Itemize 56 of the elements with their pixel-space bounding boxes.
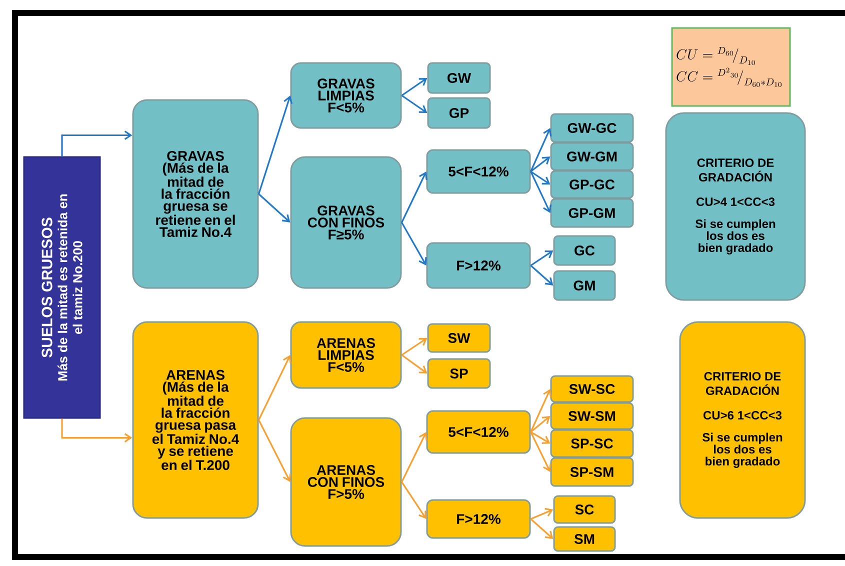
arrow — [530, 250, 554, 266]
arrow — [258, 193, 290, 222]
arrow — [258, 355, 292, 420]
classification-box: GRAVAS (Más de la mitad de la fracción gruesa se retiene en el Tamiz No.4 — [132, 99, 259, 289]
symbol-box: GM — [553, 270, 616, 301]
arrow — [530, 508, 554, 520]
arrow — [530, 264, 554, 286]
symbol-box: SW — [427, 323, 491, 353]
arrow — [401, 94, 428, 113]
condition-box: 5<F<12% — [426, 410, 531, 454]
symbol-box: SC — [553, 495, 616, 524]
arrow — [61, 418, 132, 442]
criteria-box: CRITERIO DE GRADACIÓN CU>6 1<CC<3 Si se cumplen los dos es bien gradado — [679, 321, 806, 519]
arrow — [401, 222, 427, 266]
arrow — [530, 518, 554, 539]
symbol-box: GP-GM — [550, 198, 634, 228]
symbol-box: SW-SC — [550, 375, 634, 403]
arrow — [258, 96, 293, 194]
classification-box: GRAVAS LIMPIAS F<5% — [290, 62, 402, 129]
arrow — [530, 432, 552, 472]
criteria-box: CRITERIO DE GRADACIÓN CU>4 1<CC<3 Si se cumplen los dos es bien gradado — [665, 112, 806, 301]
arrow — [401, 482, 426, 519]
symbol-box: GW-GC — [550, 113, 634, 143]
arrow — [61, 130, 132, 156]
arrow — [530, 171, 552, 213]
arrow — [530, 128, 552, 172]
condition-box: F>12% — [426, 242, 531, 289]
arrow — [530, 156, 550, 172]
symbol-box: GW — [427, 62, 491, 94]
classification-box: ARENAS CON FINOS F>5% — [290, 417, 402, 547]
arrow — [530, 431, 550, 444]
arrow — [401, 172, 428, 223]
symbol-box: GP — [427, 97, 491, 129]
classification-box: GRAVAS CON FINOS F≥5% — [290, 156, 402, 289]
arrow — [530, 170, 550, 184]
symbol-box: GC — [553, 235, 616, 266]
arrow — [401, 78, 428, 96]
classification-box: ARENAS (Más de la mitad de la fracción gruesa pasa el Tamiz No.4 y se retiene en el T.200 — [132, 321, 259, 519]
arrow — [530, 389, 552, 432]
symbol-box: GP-GC — [550, 170, 634, 199]
soil-group-box: SUELOS GRUESOS Más de la mitad es retenida en el tamiz No.200 — [23, 156, 101, 419]
arrow — [258, 420, 292, 482]
symbol-box: SM — [553, 526, 616, 552]
arrow — [530, 416, 550, 433]
classification-box: ARENAS LIMPIAS F<5% — [290, 321, 402, 389]
symbol-box: SP-SC — [550, 429, 634, 458]
condition-box: 5<F<12% — [426, 149, 531, 194]
symbol-box: SP — [427, 358, 491, 389]
arrow — [401, 338, 428, 356]
symbol-box: SW-SM — [550, 402, 634, 430]
condition-box: F>12% — [426, 499, 531, 539]
arrow — [401, 354, 428, 374]
symbol-box: SP-SM — [550, 457, 634, 487]
symbol-box: GW-GM — [550, 142, 634, 171]
formula-box: $CU={}^{D_{60}}\!\big/_{D_{10}}$ $CC={}^{D^{2}{}_{30}}\!\big/_{D_{60}*D_{10}}$ — [671, 27, 791, 107]
arrow — [401, 432, 428, 482]
